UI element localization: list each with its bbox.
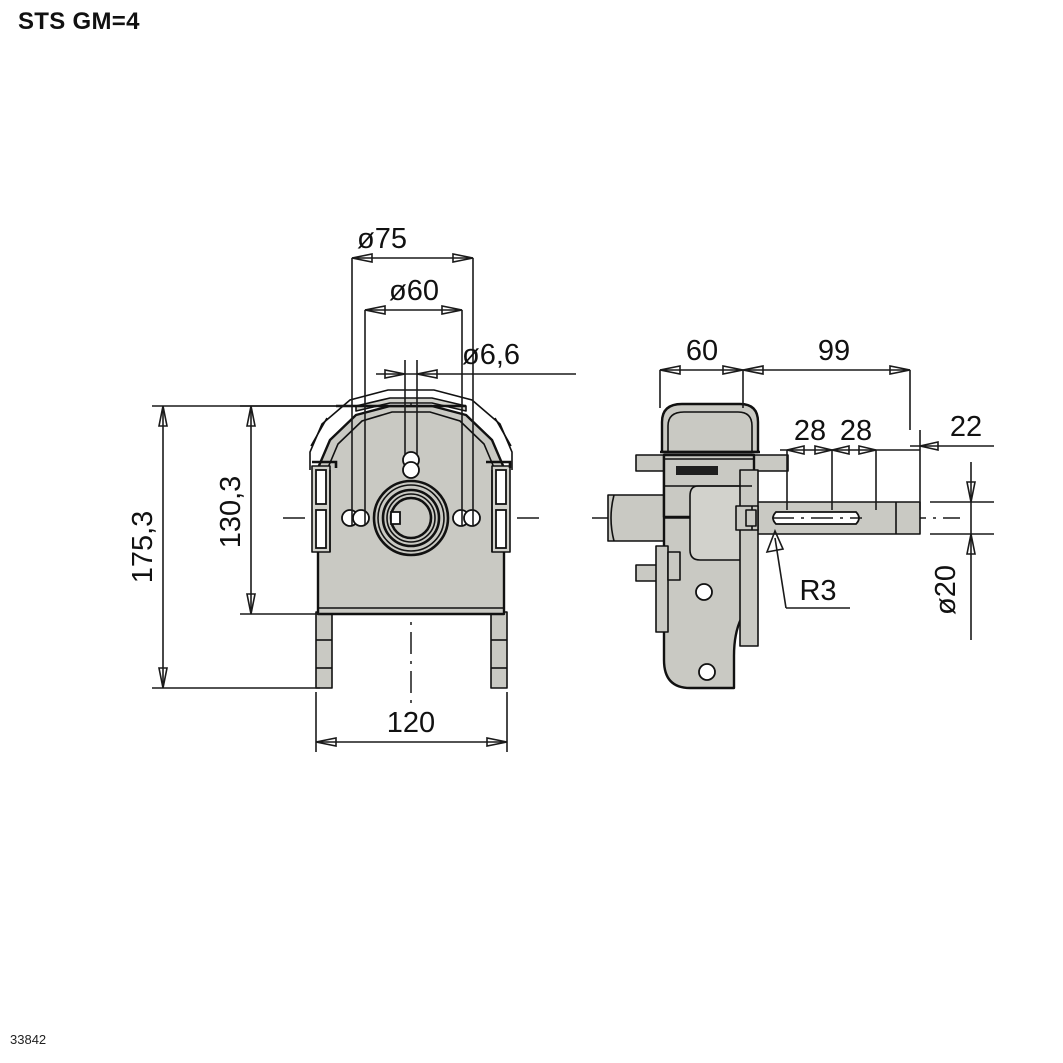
dimension-dia66-label: ø6,6 [462, 339, 520, 371]
side-view-top-cap-inner [667, 411, 753, 452]
front-view-outer-shell [309, 389, 513, 470]
front-view-hole-left-b [352, 509, 370, 527]
dimension-d99-label: 99 [818, 335, 850, 367]
front-view [283, 389, 543, 706]
side-view-output-flange-plate [739, 469, 759, 647]
front-view-center-hub [372, 479, 450, 557]
dimension-h1753: 175,3 [127, 405, 352, 689]
side-view [592, 402, 960, 690]
dimension-w120: 120 [315, 692, 508, 752]
dimension-d60-label: 60 [686, 335, 718, 367]
side-view-mount-hole-upper [695, 583, 713, 601]
dimension-w120-label: 120 [387, 707, 435, 739]
front-view-legs [315, 611, 508, 689]
side-view-nameplate [676, 466, 718, 475]
dimension-dia75-label: ø75 [357, 223, 407, 255]
side-view-left-bracket-tab [667, 551, 681, 581]
side-view-left-bracket [655, 545, 681, 633]
dimension-dia60-label: ø60 [389, 275, 439, 307]
front-view-mounting-holes [341, 451, 481, 527]
dimension-dia20-label: ø20 [930, 565, 962, 615]
dimension-d28-pair: 28 28 [780, 415, 920, 510]
side-view-output-shaft [751, 501, 921, 535]
dimension-d28b-label: 28 [840, 415, 872, 447]
front-view-leg-right [490, 611, 508, 689]
page-title: STS GM=4 [18, 8, 140, 35]
dimension-r3-label: R3 [799, 575, 836, 607]
dimension-h1753-label: 175,3 [127, 511, 159, 584]
dimension-d22: 22 [910, 411, 994, 510]
dimension-d22-label: 22 [950, 411, 982, 443]
front-view-leg-left [315, 611, 333, 689]
side-view-output-flange [735, 469, 759, 647]
dimension-h1303-label: 130,3 [215, 476, 247, 549]
side-view-seal-boss [745, 509, 757, 527]
side-view-mount-hole-lower [698, 663, 716, 681]
front-view-flange-left [311, 460, 338, 553]
dimension-dia75: ø75 [351, 223, 474, 525]
front-view-hole-right-b [463, 509, 481, 527]
front-view-flange-right [486, 460, 512, 553]
front-view-keyway [390, 511, 401, 525]
dimension-r3: R3 [765, 528, 850, 609]
front-view-hole-top-b [402, 461, 420, 479]
dimension-h1303: 130,3 [215, 405, 352, 615]
dimension-dia20: ø20 [930, 462, 994, 640]
dimension-dia66: ø6,6 [376, 339, 576, 455]
side-view-top-cap [660, 402, 760, 454]
side-view-left-bracket-plate [655, 545, 669, 633]
dimension-d28a-label: 28 [794, 415, 826, 447]
dimension-dia60: ø60 [364, 275, 463, 525]
front-view-dimensions: ø75 ø60 ø6,6 175,3 [127, 223, 576, 752]
dimension-d60: 60 [659, 335, 744, 408]
side-view-dimensions: 60 99 28 28 22 [659, 335, 994, 640]
front-view-dome-inner-contour [326, 411, 496, 471]
dimension-d99: 99 [742, 335, 911, 430]
front-view-top-cap-strip [355, 397, 467, 412]
drawing-number: 33842 [10, 1032, 47, 1047]
